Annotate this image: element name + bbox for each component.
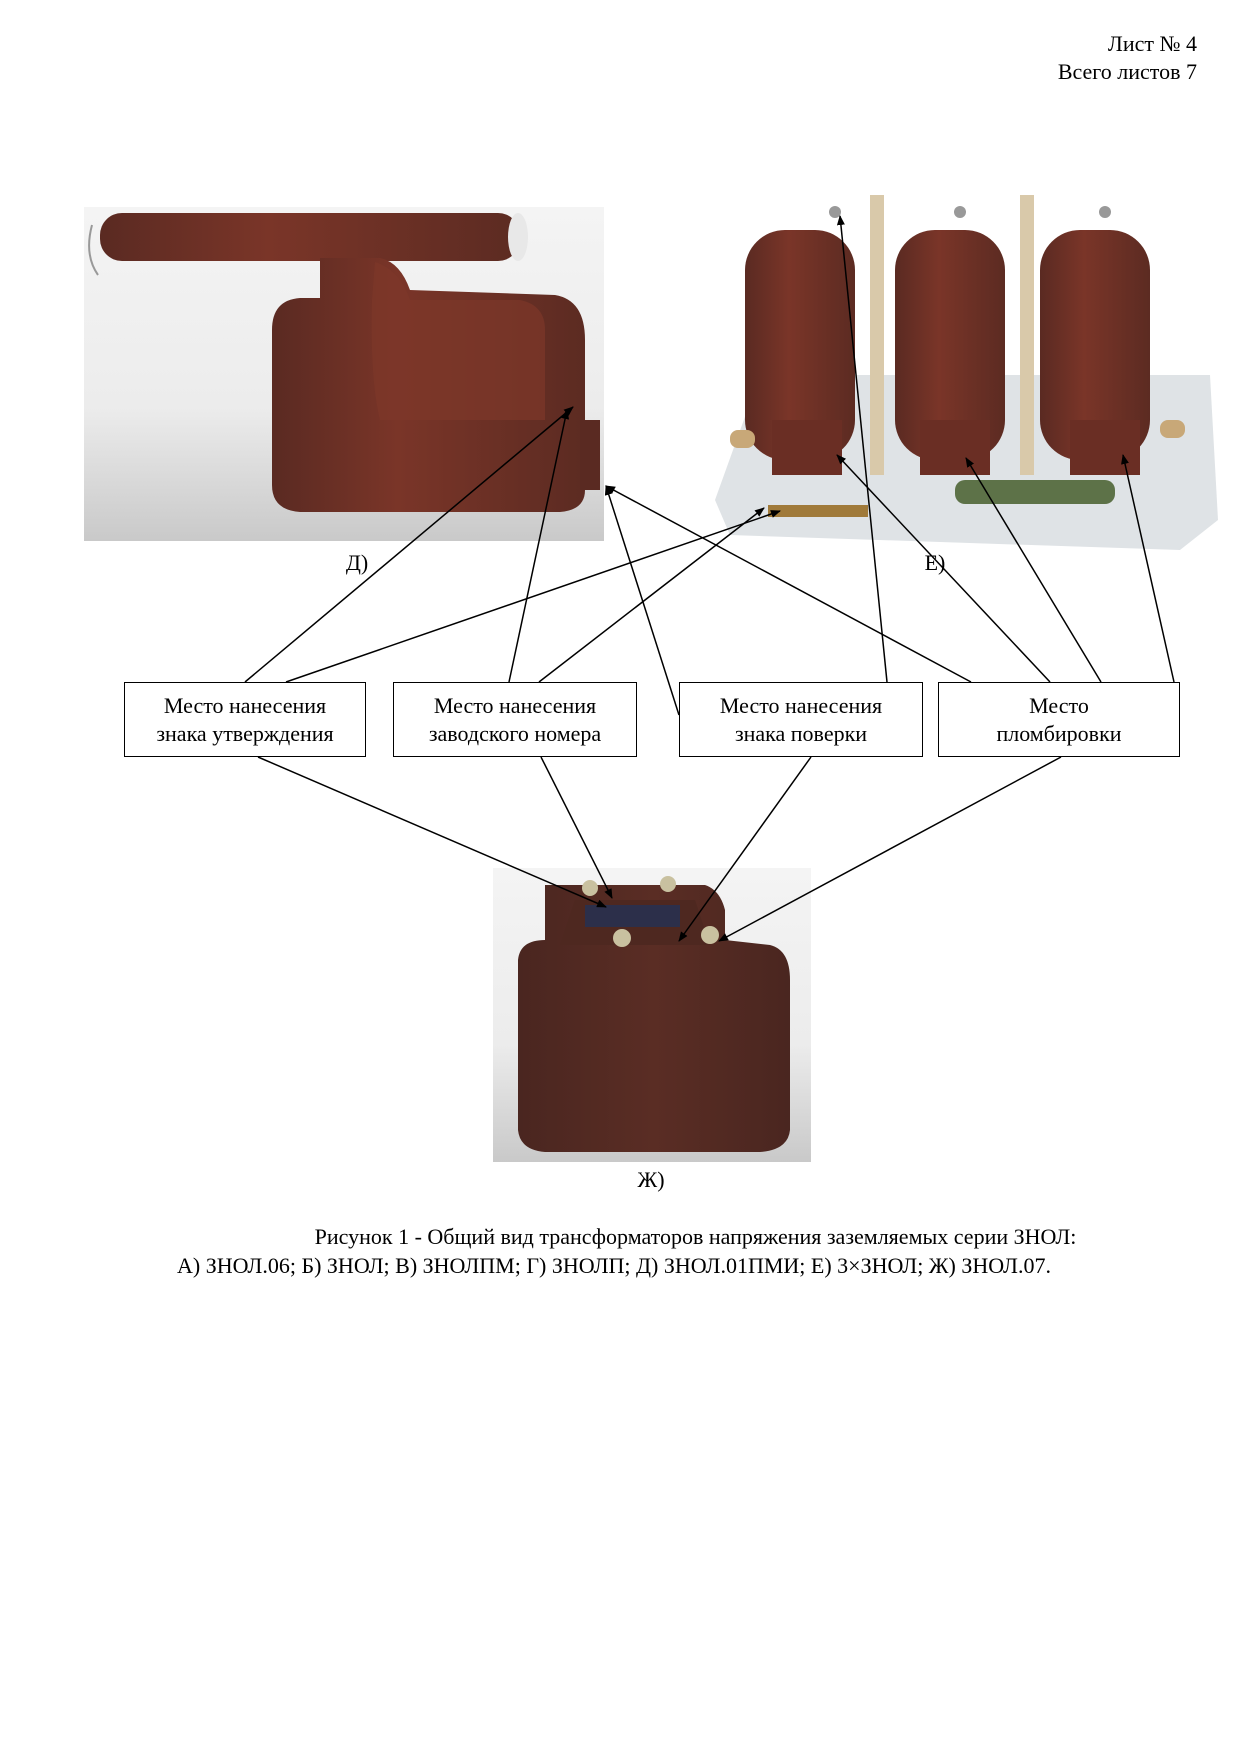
callout-arrows (244, 215, 1175, 942)
figure-caption-title: Рисунок 1 - Общий вид трансформаторов на… (314, 1224, 1077, 1249)
total-sheets: Всего листов 7 (1057, 59, 1197, 84)
sheet-number: Лист № 4 (1107, 31, 1197, 56)
photo-e-three-transformers (715, 195, 1218, 550)
figure-label-e: Е) (924, 550, 946, 575)
figure-label-zh: Ж) (637, 1167, 665, 1192)
callout-sealing: Место пломбировки (938, 682, 1180, 757)
figure-label-d: Д) (345, 550, 369, 575)
callout-text: пломбировки (996, 720, 1122, 746)
callout-text: знака поверки (734, 720, 868, 746)
photo-d-transformer (84, 207, 604, 541)
callout-text: Место (1029, 692, 1089, 718)
figure-caption-list: А) ЗНОЛ.06; Б) ЗНОЛ; В) ЗНОЛПМ; Г) ЗНОЛП… (177, 1253, 1051, 1278)
callout-text: знака утверждения (156, 720, 334, 746)
callout-text: Место нанесения (433, 692, 597, 718)
photo-zh-transformer (493, 868, 811, 1162)
callout-serial-number: Место нанесения заводского номера (393, 682, 637, 757)
callout-text: Место нанесения (163, 692, 327, 718)
callout-text: заводского номера (428, 720, 602, 746)
callout-text: Место нанесения (719, 692, 883, 718)
callout-approval-mark: Место нанесения знака утверждения (124, 682, 366, 757)
callout-verification-mark: Место нанесения знака поверки (679, 682, 923, 757)
